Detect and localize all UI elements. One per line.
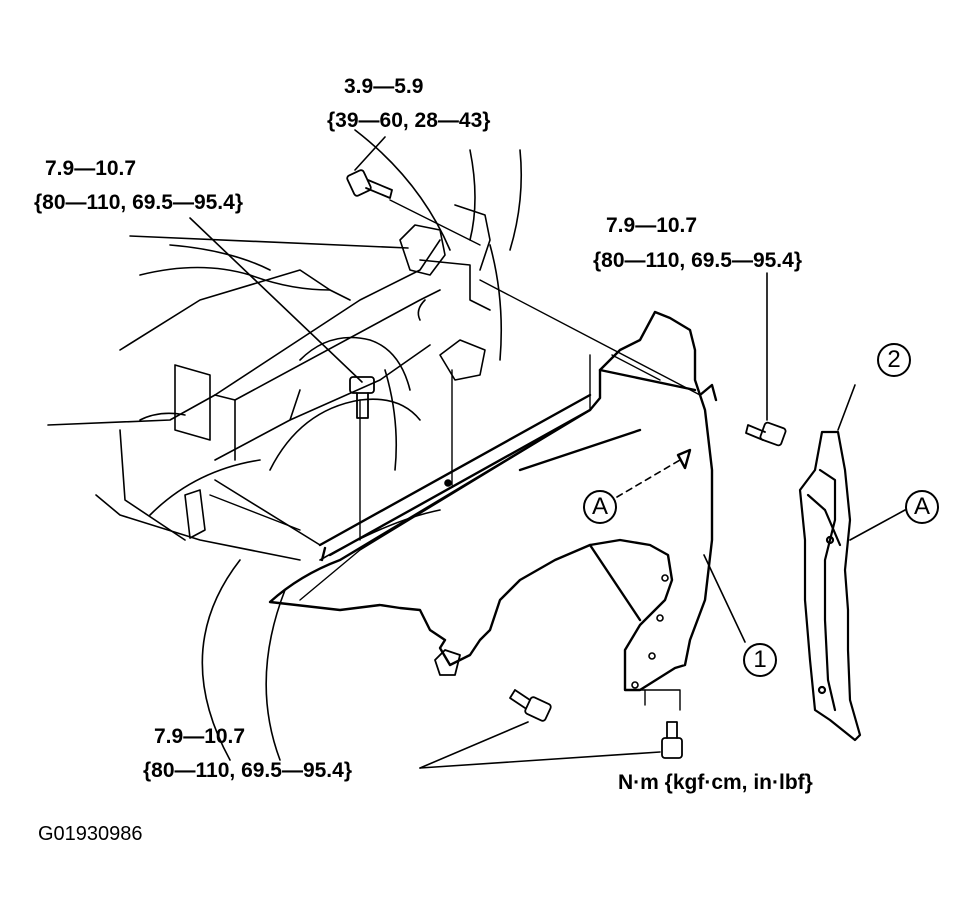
torque-right-spec: {80—110, 69.5—95.4} [593, 249, 802, 272]
callout-part-2: 2 [877, 343, 911, 377]
torque-left-spec: {80—110, 69.5—95.4} [34, 191, 243, 214]
bolt-icon-top [346, 169, 393, 199]
torque-right-value: 7.9—10.7 [606, 214, 698, 237]
leader-lines [129, 136, 906, 769]
bolt-icon-right [745, 421, 787, 447]
figure-code: G01930986 [38, 823, 143, 845]
torque-lower-value: 7.9—10.7 [154, 725, 246, 748]
torque-lower-spec: {80—110, 69.5—95.4} [143, 759, 352, 782]
front-fender [268, 310, 718, 692]
callout-ref-a-left: A [583, 490, 617, 524]
lower-bracket [434, 649, 461, 676]
body-structure [47, 129, 523, 561]
torque-top-value: 3.9—5.9 [344, 75, 424, 98]
callout-ref-a-right: A [905, 490, 939, 524]
torque-top-spec: {39—60, 28—43} [327, 109, 491, 132]
torque-left-value: 7.9—10.7 [45, 157, 137, 180]
mounting-guides [209, 199, 701, 711]
splash-shield [798, 430, 862, 742]
callout-part-1: 1 [743, 643, 777, 677]
fender-holes [444, 479, 669, 689]
torque-units: N·m {kgf·cm, in·lbf} [618, 771, 813, 794]
bolt-icon-center [349, 376, 375, 419]
bolt-icon-units [661, 721, 683, 759]
bolt-icon-lower [509, 689, 552, 722]
